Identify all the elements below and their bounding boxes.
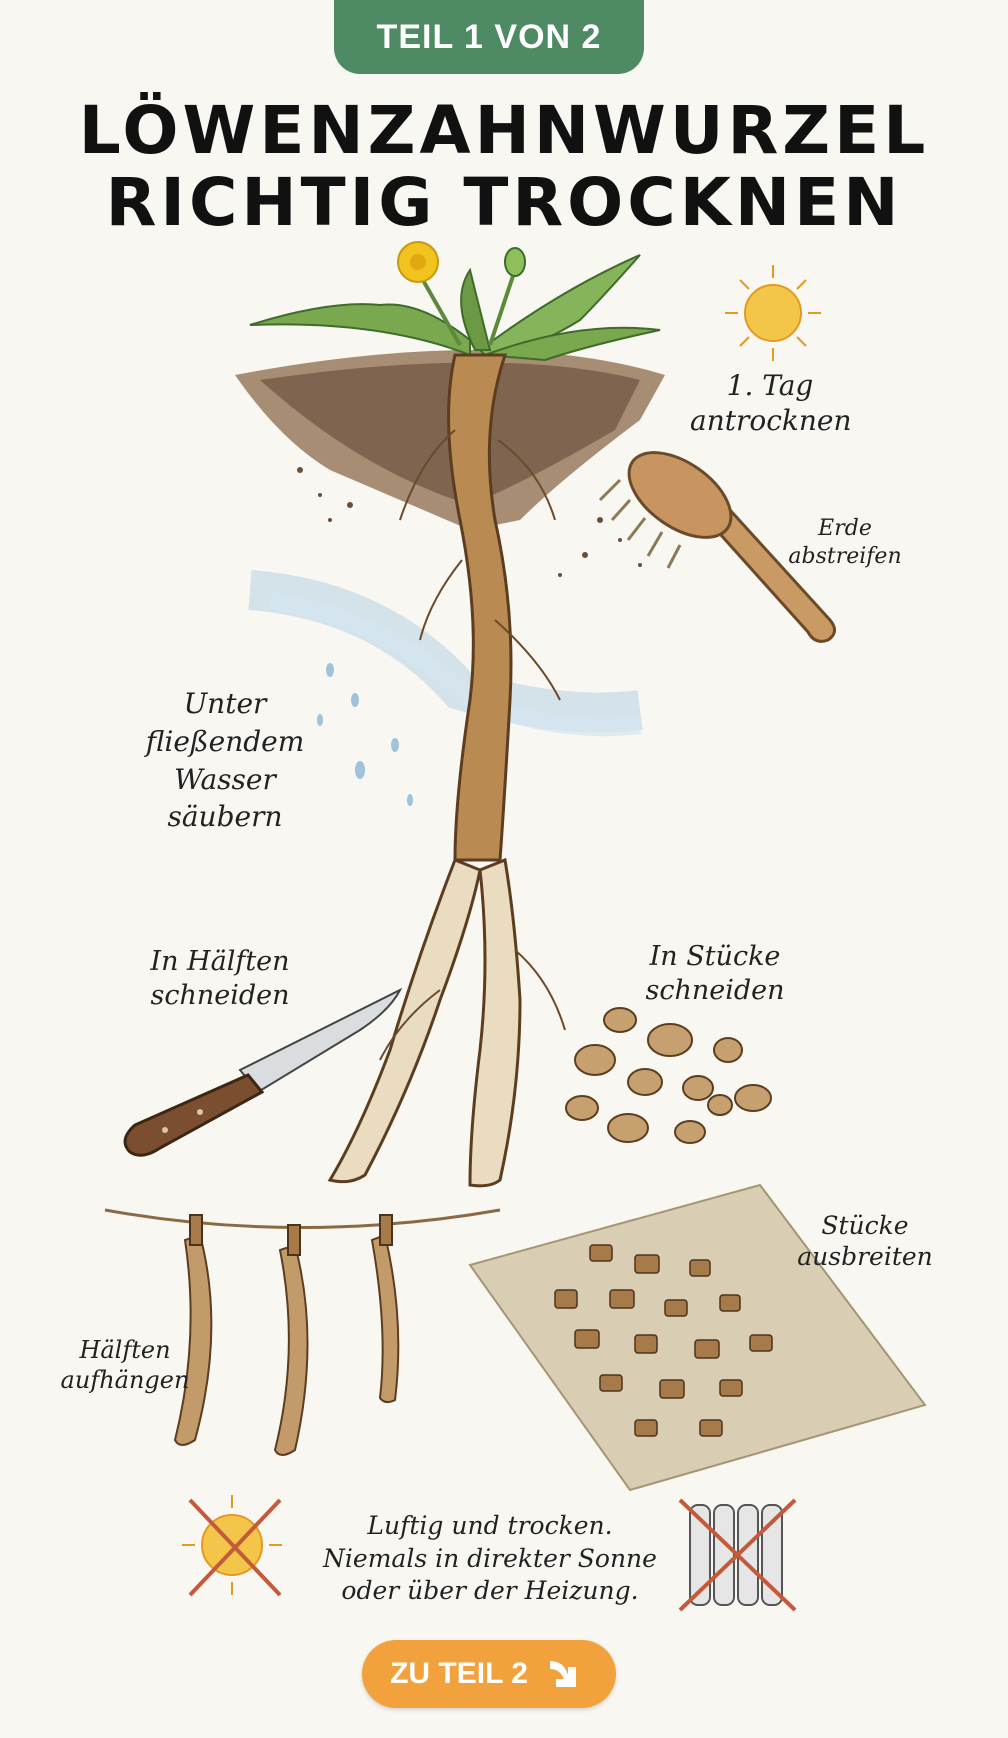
dandelion-leaves-illustration	[249, 254, 661, 362]
step-rinse-label: Unter fließendem Wasser säubern	[135, 685, 315, 836]
step-cut-pieces-line1: In Stücke	[649, 941, 781, 972]
step-dry-first-day-line2: antrocknen	[690, 404, 852, 437]
clothesline-illustration	[104, 1208, 501, 1456]
dandelion-bud-icon	[504, 247, 526, 277]
brush-icon	[598, 451, 836, 643]
step-hang-halves-line1: Hälften	[79, 1336, 171, 1364]
step-spread-pieces-line1: Stücke	[821, 1211, 909, 1240]
page-title-line1: LÖWENZAHNWURZEL	[78, 92, 930, 169]
root-pieces-illustration	[565, 1007, 772, 1144]
knife-icon	[123, 987, 403, 1157]
step-brush-soil-line2: abstreifen	[788, 543, 902, 569]
step-rinse-line4: säubern	[167, 800, 283, 834]
step-spread-pieces-line2: ausbreiten	[797, 1242, 933, 1272]
dandelion-flower-icon	[397, 241, 439, 283]
storage-tip: Luftig und trocken. Niemals in direkter …	[320, 1510, 660, 1608]
step-brush-soil-line1: Erde	[818, 516, 872, 541]
storage-tip-line2: Niemals in direkter Sonne	[323, 1543, 657, 1573]
no-radiator-icon	[678, 1498, 797, 1612]
sun-icon	[725, 265, 821, 361]
dandelion-root-illustration	[327, 353, 566, 1188]
step-spread-pieces-label: Stücke ausbreiten	[790, 1210, 940, 1273]
step-halve-line1: In Hälften	[150, 946, 290, 977]
storage-tip-line3: oder über der Heizung.	[341, 1576, 639, 1605]
storage-tip-line1: Luftig und trocken.	[367, 1511, 613, 1540]
step-cut-pieces-line2: schneiden	[645, 974, 785, 1006]
step-dry-first-day-label: 1. Tag antrocknen	[690, 368, 852, 438]
step-dry-first-day-line1: 1. Tag	[726, 369, 814, 402]
part-badge: TEIL 1 VON 2	[334, 0, 644, 74]
no-sun-icon	[182, 1495, 282, 1597]
step-rinse-line3: Wasser	[174, 762, 276, 796]
step-rinse-line1: Unter	[183, 687, 267, 720]
step-halve-line2: schneiden	[150, 979, 290, 1011]
next-part-button-label: ZU TEIL 2	[390, 1657, 528, 1690]
step-hang-halves-label: Hälften aufhängen	[60, 1335, 190, 1395]
page-title-line2: RICHTIG TROCKNEN	[105, 164, 903, 241]
drying-cloth-illustration	[468, 1183, 927, 1492]
step-halve-label: In Hälften schneiden	[130, 945, 310, 1013]
step-brush-soil-label: Erde abstreifen	[775, 515, 915, 570]
step-hang-halves-line2: aufhängen	[60, 1366, 190, 1394]
arrow-down-right-icon	[549, 1661, 576, 1687]
step-rinse-line2: fließendem	[145, 724, 305, 758]
next-part-button[interactable]: ZU TEIL 2	[362, 1640, 616, 1708]
step-cut-pieces-label: In Stücke schneiden	[625, 940, 805, 1008]
